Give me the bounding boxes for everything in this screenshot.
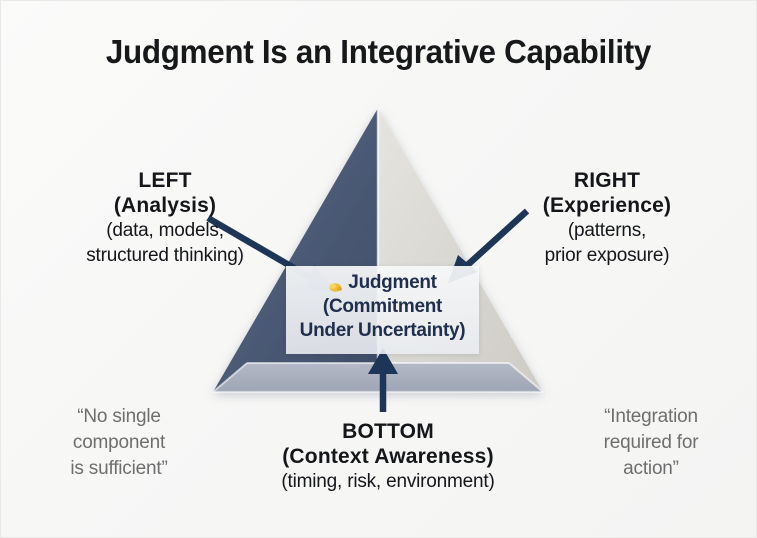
vertex-label-bottom: BOTTOM (Context Awareness) (timing, risk… <box>228 419 548 494</box>
vertex-right-title: RIGHT <box>573 169 641 192</box>
vertex-bottom-detail-1: (timing, risk, environment) <box>281 471 495 492</box>
quote-left-line-3: is sufficient” <box>70 458 168 479</box>
quote-right: “Integration required for action” <box>558 404 744 482</box>
quote-left-line-2: component <box>72 432 166 453</box>
vertex-right-detail-1: (patterns, <box>567 220 647 241</box>
quote-right-line-1: “Integration <box>604 406 698 427</box>
quote-left: “No single component is sufficient” <box>26 404 212 482</box>
center-judgment-panel: Judgment (Commitment Under Uncertainty) <box>286 266 479 354</box>
center-judgment-label: Judgment <box>348 272 437 293</box>
center-line-1: Judgment <box>328 271 437 295</box>
quote-left-line-1: “No single <box>77 406 161 427</box>
vertex-left-detail-2: structured thinking) <box>86 245 244 266</box>
lightbulb-icon <box>328 277 343 292</box>
pyramid-edge-base-left <box>212 362 248 393</box>
quote-right-line-2: required for <box>603 432 699 453</box>
pyramid-base-band <box>213 363 543 392</box>
pyramid-edge-base-right <box>508 362 544 393</box>
page-title: Judgment Is an Integrative Capability <box>105 33 652 70</box>
vertex-label-right: RIGHT (Experience) (patterns, prior expo… <box>478 168 736 268</box>
quote-right-line-3: action” <box>623 458 679 479</box>
vertex-right-detail-2: prior exposure) <box>544 245 670 266</box>
center-line-2: (Commitment <box>322 296 443 317</box>
vertex-label-left: LEFT (Analysis) (data, models, structure… <box>34 168 296 268</box>
vertex-left-title: LEFT <box>138 169 192 192</box>
vertex-left-subtitle: (Analysis) <box>113 194 217 217</box>
vertex-right-subtitle: (Experience) <box>542 194 672 217</box>
center-line-3: Under Uncertainty) <box>299 320 466 341</box>
vertex-left-detail-1: (data, models, <box>106 220 224 241</box>
vertex-bottom-subtitle: (Context Awareness) <box>282 445 494 468</box>
vertex-bottom-title: BOTTOM <box>342 420 434 443</box>
arrow-bottom <box>368 348 398 412</box>
